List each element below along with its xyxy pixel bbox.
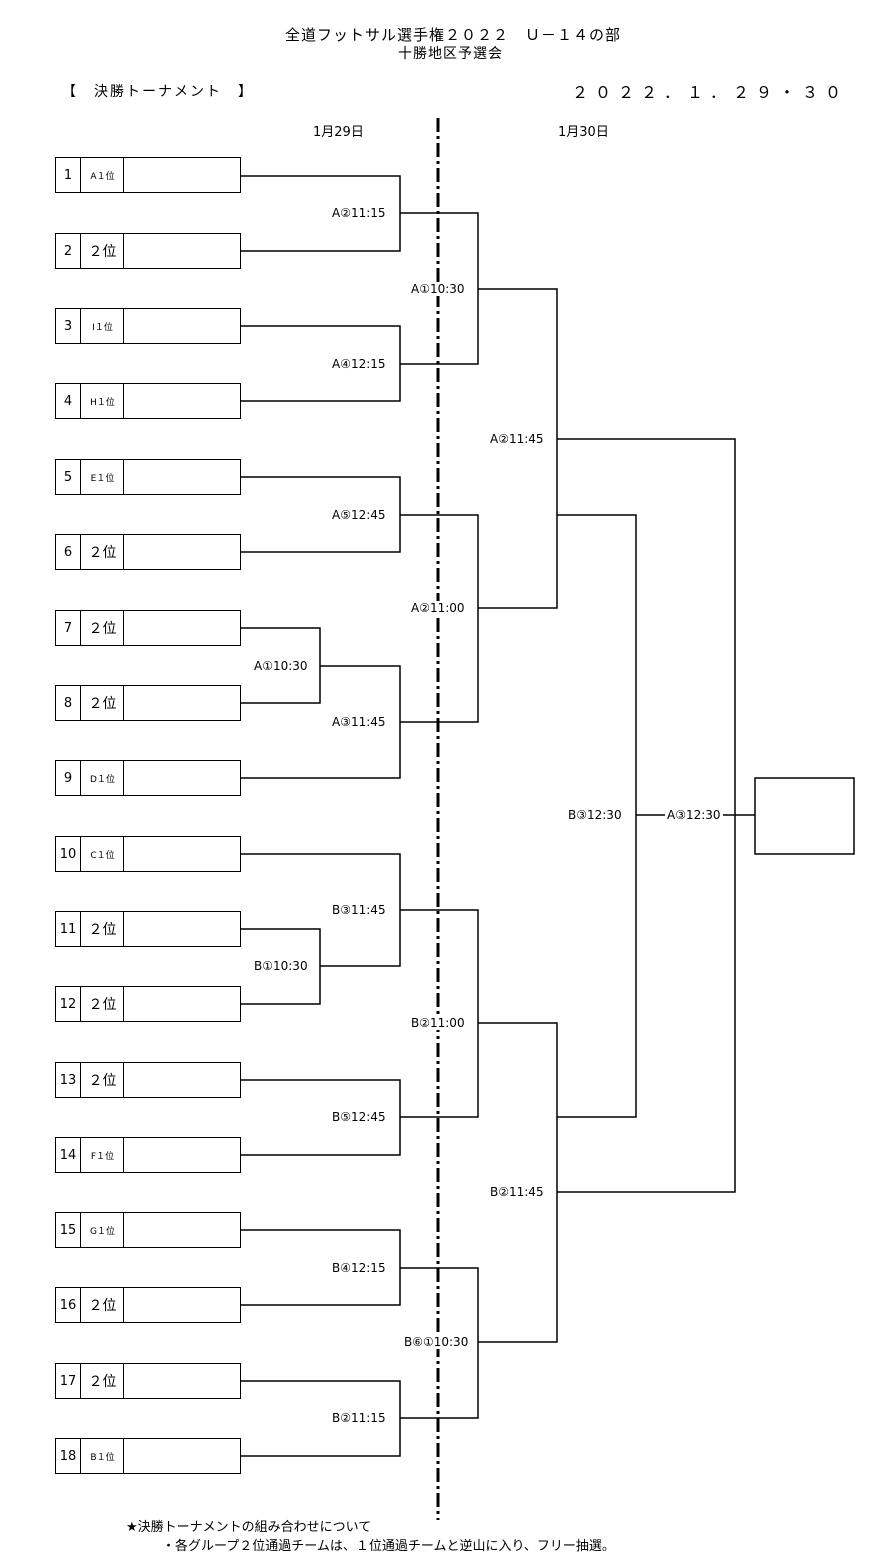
team-slot-1: 1 A１位 (55, 157, 241, 193)
note-body: ・各グループ２位通過チームは、１位通過チームと逆山に入り、フリー抽選。 (162, 1539, 615, 1554)
team-slot-3: 3 I１位 (55, 308, 241, 344)
event-dates: ２０２２．１．２９・３０ (572, 83, 849, 102)
match-label: A②11:15 (330, 206, 388, 220)
team-number: 6 (56, 535, 81, 569)
team-seed: ２位 (82, 686, 124, 720)
match-label: B①10:30 (252, 959, 310, 973)
team-number: 13 (56, 1063, 81, 1097)
match-label: B④12:15 (330, 1261, 388, 1275)
team-number: 17 (56, 1364, 81, 1398)
team-slot-14: 14 F１位 (55, 1137, 241, 1173)
match-label: A⑤12:45 (330, 508, 388, 522)
match-label: B③11:45 (330, 903, 388, 917)
team-slot-11: 11 ２位 (55, 911, 241, 947)
team-seed: ２位 (82, 1063, 124, 1097)
team-slot-17: 17 ２位 (55, 1363, 241, 1399)
team-number: 12 (56, 987, 81, 1021)
team-slot-16: 16 ２位 (55, 1287, 241, 1323)
team-slot-2: 2 ２位 (55, 233, 241, 269)
match-label: B③12:30 (566, 808, 624, 822)
team-slot-6: 6 ２位 (55, 534, 241, 570)
match-label: A④12:15 (330, 357, 388, 371)
team-slot-5: 5 E１位 (55, 459, 241, 495)
note-heading: ★決勝トーナメントの組み合わせについて (126, 1520, 372, 1535)
team-number: 11 (56, 912, 81, 946)
match-label: B⑤12:45 (330, 1110, 388, 1124)
team-slot-9: 9 D１位 (55, 760, 241, 796)
team-slot-10: 10 C１位 (55, 836, 241, 872)
team-number: 3 (56, 309, 81, 343)
team-slot-15: 15 G１位 (55, 1212, 241, 1248)
team-seed: ２位 (82, 1288, 124, 1322)
team-slot-18: 18 B１位 (55, 1438, 241, 1474)
match-label: B⑥①10:30 (402, 1335, 471, 1349)
team-seed: D１位 (82, 761, 124, 795)
team-seed: ２位 (82, 611, 124, 645)
team-number: 9 (56, 761, 81, 795)
team-number: 1 (56, 158, 81, 192)
team-number: 14 (56, 1138, 81, 1172)
team-number: 7 (56, 611, 81, 645)
team-slot-12: 12 ２位 (55, 986, 241, 1022)
team-seed: B１位 (82, 1439, 124, 1473)
day1-label: 1月29日 (313, 125, 364, 140)
team-seed: I１位 (82, 309, 124, 343)
team-seed: A１位 (82, 158, 124, 192)
team-seed: ２位 (82, 987, 124, 1021)
team-seed: ２位 (82, 912, 124, 946)
team-seed: G１位 (82, 1213, 124, 1247)
team-slot-13: 13 ２位 (55, 1062, 241, 1098)
team-number: 5 (56, 460, 81, 494)
team-seed: F１位 (82, 1138, 124, 1172)
team-number: 16 (56, 1288, 81, 1322)
match-label: B②11:45 (488, 1185, 546, 1199)
match-label: B②11:00 (409, 1016, 467, 1030)
match-label: A①10:30 (252, 659, 310, 673)
tournament-subtitle: 十勝地区予選会 (398, 46, 503, 62)
match-label: B②11:15 (330, 1411, 388, 1425)
team-seed: ２位 (82, 535, 124, 569)
team-number: 8 (56, 686, 81, 720)
team-seed: ２位 (82, 234, 124, 268)
team-seed: C１位 (82, 837, 124, 871)
match-label: A③11:45 (330, 715, 388, 729)
tournament-title: 全道フットサル選手権２０２２ Ｕ－１４の部 (285, 26, 622, 44)
team-number: 10 (56, 837, 81, 871)
section-heading: 【 決勝トーナメント 】 (62, 84, 254, 100)
team-number: 18 (56, 1439, 81, 1473)
team-seed: E１位 (82, 460, 124, 494)
team-number: 4 (56, 384, 81, 418)
day2-label: 1月30日 (558, 125, 609, 140)
team-slot-7: 7 ２位 (55, 610, 241, 646)
match-label: A②11:45 (488, 432, 546, 446)
team-seed: ２位 (82, 1364, 124, 1398)
team-slot-8: 8 ２位 (55, 685, 241, 721)
match-label: A①10:30 (409, 282, 467, 296)
team-slot-4: 4 H１位 (55, 383, 241, 419)
match-label: A②11:00 (409, 601, 467, 615)
team-number: 15 (56, 1213, 81, 1247)
team-seed: H１位 (82, 384, 124, 418)
team-number: 2 (56, 234, 81, 268)
match-label: A③12:30 (665, 808, 723, 822)
